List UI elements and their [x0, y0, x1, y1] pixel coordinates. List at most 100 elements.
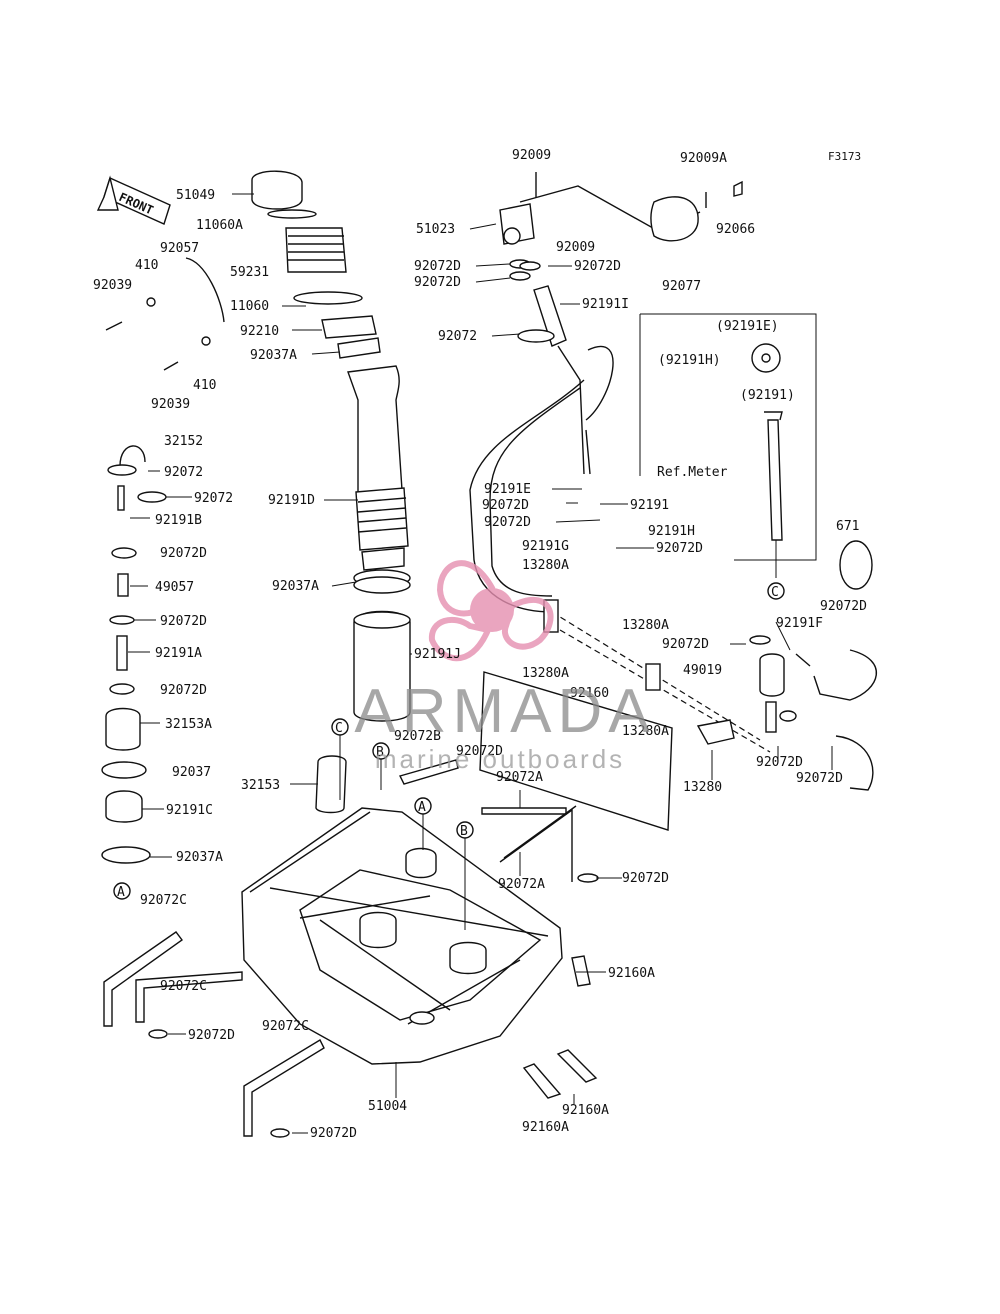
- callout: 92072: [164, 465, 203, 480]
- callout: 13280A: [522, 558, 569, 573]
- callout: 92072D: [188, 1028, 235, 1043]
- callout: 92191E: [484, 482, 531, 497]
- callout: 13280A: [622, 724, 669, 739]
- callout: 49057: [155, 580, 194, 595]
- callout: 51004: [368, 1099, 407, 1114]
- callout: (92191): [740, 388, 795, 403]
- callout: 92037A: [176, 850, 223, 865]
- callout: 92191: [630, 498, 669, 513]
- callout: 92072D: [574, 259, 621, 274]
- callout: 49019: [683, 663, 722, 678]
- callout: 92037: [172, 765, 211, 780]
- callout: 32153: [241, 778, 280, 793]
- callout: 92072D: [160, 546, 207, 561]
- callout: 13280A: [622, 618, 669, 633]
- callout: 410: [193, 378, 216, 393]
- callout: 32152: [164, 434, 203, 449]
- callout: 92072B: [394, 729, 441, 744]
- callout: 51049: [176, 188, 215, 203]
- front-arrow-icon: FRONT: [96, 175, 171, 225]
- callout: 92072: [438, 329, 477, 344]
- callout: (92191E): [716, 319, 779, 334]
- callout: 92072C: [262, 1019, 309, 1034]
- callout: 92191D: [268, 493, 315, 508]
- callout: 92072D: [820, 599, 867, 614]
- watermark-tagline: marine outboards: [374, 744, 626, 774]
- callout: 92191C: [166, 803, 213, 818]
- callout: 92072D: [662, 637, 709, 652]
- callout: Ref.Meter: [657, 465, 728, 480]
- ref-label-c: C: [335, 721, 343, 736]
- callout: 92160A: [562, 1103, 609, 1118]
- callout: 92066: [716, 222, 755, 237]
- callout: 92072D: [482, 498, 529, 513]
- callout: 92160A: [522, 1120, 569, 1135]
- callout: 92160A: [608, 966, 655, 981]
- callout: 11060: [230, 299, 269, 314]
- callout: 92191I: [582, 297, 629, 312]
- callout: 92072D: [414, 259, 461, 274]
- callout: 92191H: [648, 524, 695, 539]
- callout: 92072D: [310, 1126, 357, 1141]
- callout: 13280A: [522, 666, 569, 681]
- figure-code: F3173: [828, 150, 862, 163]
- callout: 92072D: [756, 755, 803, 770]
- callout: 92072A: [498, 877, 545, 892]
- callout: 92072D: [796, 771, 843, 786]
- callout: (92191H): [658, 353, 721, 368]
- callout: 92191G: [522, 539, 569, 554]
- callout: 11060A: [196, 218, 243, 233]
- callout: 92077: [662, 279, 701, 294]
- callout: 92191J: [414, 647, 461, 662]
- callout-labels: 51049 11060A 92057 410 92039 59231 11060…: [93, 148, 867, 1141]
- callout: 92037A: [250, 348, 297, 363]
- watermark-brand: ARMADA: [354, 677, 656, 746]
- callout: 671: [836, 519, 859, 534]
- callout: 410: [135, 258, 158, 273]
- callout: 92191B: [155, 513, 202, 528]
- callout: 92191F: [776, 616, 823, 631]
- pump-module: [499, 185, 701, 475]
- callout: 92039: [93, 278, 132, 293]
- callout: 92160: [570, 686, 609, 701]
- callout: 92072A: [496, 770, 543, 785]
- callout: 92009: [512, 148, 551, 163]
- leader-lines: [128, 193, 833, 1134]
- callout: 92191A: [155, 646, 202, 661]
- callout: 51023: [416, 222, 455, 237]
- callout: 92039: [151, 397, 190, 412]
- callout: 92072D: [160, 683, 207, 698]
- callout: 92072C: [140, 893, 187, 908]
- callout: 92072D: [160, 614, 207, 629]
- callout: 92072C: [160, 979, 207, 994]
- callout: 92072D: [456, 744, 503, 759]
- ref-label-c: C: [771, 585, 779, 600]
- callout: 92072: [194, 491, 233, 506]
- fuel-tank: [241, 807, 563, 1065]
- ref-label-b: B: [376, 745, 384, 760]
- left-parts-column: [101, 445, 167, 864]
- callout: 92072D: [484, 515, 531, 530]
- callout: 59231: [230, 265, 269, 280]
- vent-hoses-left: [103, 931, 325, 1138]
- callout: 32153A: [165, 717, 212, 732]
- callout: 92072D: [656, 541, 703, 556]
- callout: 92210: [240, 324, 279, 339]
- callout: 13280: [683, 780, 722, 795]
- callout: 92057: [160, 241, 199, 256]
- callout: 92009A: [680, 151, 727, 166]
- filler-hose: [347, 365, 409, 571]
- filler-cap: [251, 170, 381, 359]
- callout: 92072D: [414, 275, 461, 290]
- ref-label-b: B: [460, 824, 468, 839]
- ref-meter-box: [639, 313, 873, 590]
- callout: 92009: [556, 240, 595, 255]
- right-parts: [398, 635, 878, 1099]
- tank-neck-parts: [315, 569, 411, 814]
- callout: 92072D: [622, 871, 669, 886]
- ref-label-a: A: [418, 800, 426, 815]
- ref-label-a: A: [117, 885, 125, 900]
- hardware-bits: [105, 172, 743, 371]
